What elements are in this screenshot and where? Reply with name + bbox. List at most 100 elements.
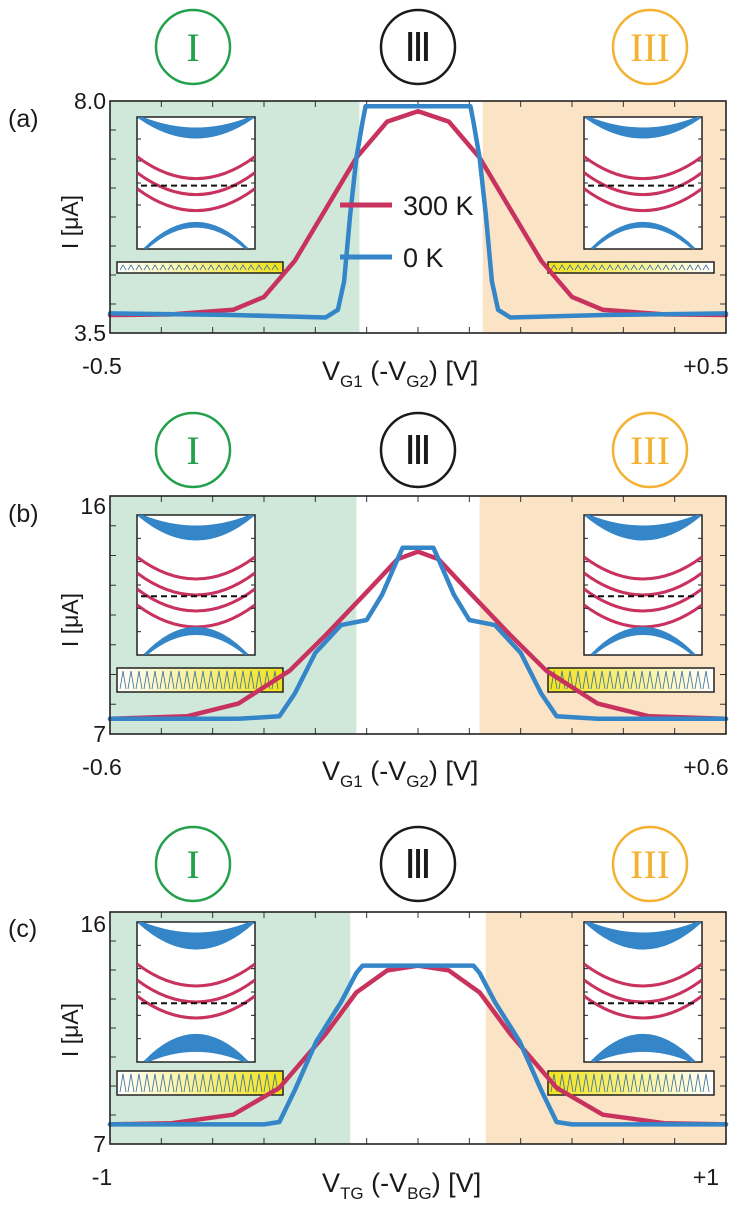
blue-band bbox=[137, 922, 255, 950]
lattice-pattern bbox=[119, 1073, 279, 1093]
xtick-right-label: +0.5 bbox=[683, 353, 728, 379]
region-III-label-0-circle bbox=[611, 8, 689, 86]
region-II-label-2-circle bbox=[379, 825, 457, 903]
region-III-label-2-circle bbox=[611, 825, 689, 903]
red-band bbox=[584, 978, 702, 1004]
nanoribbon-schematic bbox=[547, 1070, 715, 1096]
ribbon-left bbox=[116, 667, 284, 693]
ytick-top-label: 8.0 bbox=[74, 88, 106, 114]
panel-label: (c) bbox=[8, 915, 37, 943]
ribbon-left bbox=[116, 261, 284, 274]
x-axis-label: VG1 (-VG2) [V] bbox=[322, 356, 478, 391]
plot-frame bbox=[109, 911, 727, 1145]
ytick-top-label: 16 bbox=[80, 493, 106, 519]
lattice-pattern bbox=[550, 670, 710, 690]
series-blue-line bbox=[107, 103, 729, 320]
region-II-label-1: Ⅲ bbox=[379, 411, 457, 489]
region-I-label-1-circle bbox=[154, 411, 232, 489]
band-curves bbox=[584, 117, 702, 249]
red-band bbox=[137, 171, 255, 197]
region-II-label-0-text: Ⅲ bbox=[404, 25, 432, 70]
panel-label: (b) bbox=[8, 500, 39, 528]
region-III-label-1: III bbox=[611, 411, 689, 489]
legend: 300 K 0 K bbox=[340, 191, 474, 273]
x-axis-label: VG1 (-VG2) [V] bbox=[322, 756, 478, 791]
region-II-label-1-text: Ⅲ bbox=[404, 428, 432, 473]
xtick-right-label: +1 bbox=[693, 1164, 719, 1190]
region-I-label-0: I bbox=[154, 8, 232, 86]
ytick-bottom-label: 7 bbox=[93, 721, 106, 747]
region-III-label-1-text: III bbox=[630, 428, 670, 473]
lattice-pattern bbox=[550, 1073, 710, 1093]
red-band bbox=[137, 962, 255, 988]
series-blue-line bbox=[107, 545, 729, 722]
xtick-left-label: -0.5 bbox=[82, 353, 122, 379]
series-blue-line bbox=[107, 963, 729, 1127]
band-inset-left bbox=[136, 514, 256, 656]
band-curves bbox=[137, 515, 255, 655]
blue-band bbox=[144, 1048, 248, 1062]
nanoribbon-schematic bbox=[116, 261, 284, 274]
region-III-label-2: III bbox=[611, 825, 689, 903]
band-inset-left bbox=[136, 116, 256, 250]
lattice-pattern bbox=[550, 264, 710, 271]
red-band bbox=[584, 962, 702, 988]
red-band bbox=[137, 571, 255, 597]
blue-band bbox=[585, 117, 701, 139]
panel-2: 167-1+1I [μA]VTG (-VBG) [V](c) bbox=[8, 911, 729, 1203]
band-inset-right bbox=[583, 116, 703, 250]
axis-ticks bbox=[110, 912, 726, 1144]
blue-band bbox=[138, 515, 254, 541]
blue-band bbox=[590, 224, 696, 249]
region-III-label-0: III bbox=[611, 8, 689, 86]
ribbon-right bbox=[547, 261, 715, 274]
region-I-label-2-text: I bbox=[186, 842, 199, 887]
y-axis-label: I [μA] bbox=[57, 593, 83, 647]
blue-band bbox=[584, 922, 702, 950]
blue-band bbox=[138, 117, 254, 139]
red-band bbox=[137, 155, 255, 181]
xtick-left-label: -0.6 bbox=[82, 754, 122, 780]
y-axis-label: I [μA] bbox=[57, 195, 83, 249]
blue-band bbox=[585, 515, 701, 541]
region-I-label-2: I bbox=[154, 825, 232, 903]
region-III-label-1-circle bbox=[611, 411, 689, 489]
panel-1: 16 7 -0.6 +0.6 I [μA] VG1 (-VG2) [V] (b) bbox=[8, 493, 729, 791]
region-I-label-1: I bbox=[154, 411, 232, 489]
legend-blue-label: 0 K bbox=[403, 243, 444, 273]
region-II-label-0: Ⅲ bbox=[379, 8, 457, 86]
red-band bbox=[137, 978, 255, 1004]
ytick-bottom-label: 7 bbox=[93, 1131, 106, 1157]
lattice-pattern bbox=[119, 264, 279, 271]
panel-label: (a) bbox=[8, 105, 39, 133]
y-axis-label: I [μA] bbox=[57, 1003, 83, 1057]
blue-band bbox=[591, 1048, 695, 1062]
red-band bbox=[584, 187, 702, 213]
red-band bbox=[137, 587, 255, 613]
ribbon-left bbox=[116, 1070, 284, 1096]
legend-red-label: 300 K bbox=[403, 191, 474, 221]
plot-frame bbox=[109, 100, 727, 334]
region-I-label-0-circle bbox=[154, 8, 232, 86]
region-III-label-0-text: III bbox=[630, 25, 670, 70]
band-curves bbox=[137, 922, 255, 1062]
region-I-label-2-circle bbox=[154, 825, 232, 903]
red-band bbox=[584, 587, 702, 613]
xtick-left-label: -1 bbox=[92, 1164, 112, 1190]
region-I-label-1-text: I bbox=[186, 428, 199, 473]
x-axis-label: VTG (-VBG) [V] bbox=[322, 1168, 481, 1203]
xtick-right-label: +0.6 bbox=[683, 754, 728, 780]
region-III-label-2-text: III bbox=[630, 842, 670, 887]
band-inset-right bbox=[583, 514, 703, 656]
plot-frame bbox=[109, 495, 727, 735]
blue-band bbox=[143, 224, 249, 249]
red-band bbox=[584, 994, 702, 1020]
band-curves bbox=[584, 515, 702, 655]
region-II-label-2-text: Ⅲ bbox=[404, 842, 432, 887]
band-inset-left bbox=[136, 921, 256, 1063]
ribbon-right bbox=[547, 1070, 715, 1096]
region-I-label-0-text: I bbox=[186, 25, 199, 70]
panel-0: 8.0 3.5 -0.5 +0.5 I [μA] VG1 (-VG2) [V] (a) 300… bbox=[8, 88, 729, 391]
ytick-bottom-label: 3.5 bbox=[74, 320, 106, 346]
